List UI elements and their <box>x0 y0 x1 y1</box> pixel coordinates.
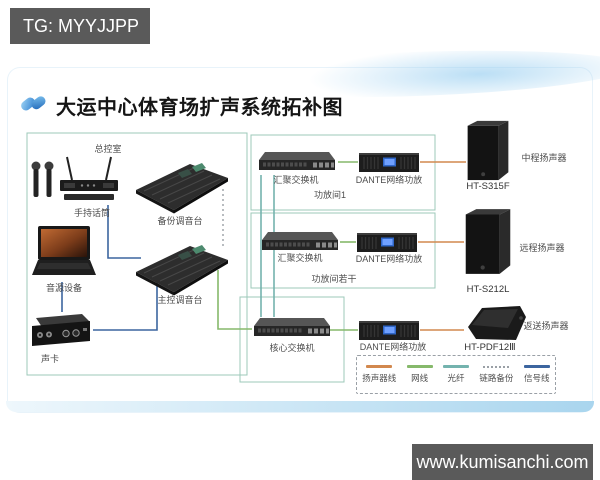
label-dante-amp3: DANTE网络功放 <box>359 342 427 352</box>
legend-item-backup-line: 链路备份 <box>479 365 514 384</box>
amp-room1-box <box>250 134 436 211</box>
tg-badge: TG: MYYJJPP <box>10 8 150 44</box>
website-badge: www.kumisanchi.com <box>412 444 593 480</box>
legend-label: 网线 <box>411 372 429 383</box>
mic-receiver-image <box>60 156 118 200</box>
label-dante-amp2: DANTE网络功放 <box>355 254 423 264</box>
page-title: 大运中心体育场扩声系统拓补图 <box>56 97 343 119</box>
label-soundcard: 声卡 <box>40 354 59 364</box>
line-signal-mic-to-console <box>107 205 141 259</box>
label-speaker-mid-role: 中程扬声器 <box>521 153 567 163</box>
label-agg-switch1: 汇聚交换机 <box>273 175 319 185</box>
label-mics: 手持话筒 <box>73 208 110 218</box>
legend-label: 信号线 <box>524 372 550 383</box>
amp-roomN-box <box>250 212 436 289</box>
label-amp-roomN: 功放间若干 <box>311 274 357 284</box>
legend-label: 扬声器线 <box>362 372 397 383</box>
legend-sample-fiber-line <box>442 365 469 368</box>
legend: 扬声器线 网线 光纤 链路备份 信号线 <box>356 355 556 394</box>
soundcard-image <box>32 314 90 346</box>
label-backup-console: 备份调音台 <box>157 216 203 226</box>
label-speaker-monitor-role: 返送扬声器 <box>523 321 569 331</box>
dante-amp2-image <box>357 233 417 252</box>
legend-sample-signal-line <box>523 365 550 368</box>
legend-sample-speaker-line <box>366 365 393 368</box>
dante-amp1-image <box>359 153 419 172</box>
core-switch-image <box>254 318 330 336</box>
legend-sample-net-line <box>406 365 433 368</box>
core-switch-box <box>239 296 345 383</box>
label-source-device: 音源设备 <box>45 283 82 293</box>
label-control-room: 总控室 <box>94 144 122 154</box>
line-signal-soundcard-to-console <box>93 268 158 331</box>
label-agg-switch2: 汇聚交换机 <box>277 253 323 263</box>
line-net-console-to-core <box>217 270 252 330</box>
brand-logo-icon <box>21 96 46 111</box>
label-dante-amp1: DANTE网络功放 <box>355 175 423 185</box>
label-speaker-far-role: 远程扬声器 <box>519 243 565 253</box>
handheld-mics-image <box>31 161 54 197</box>
main-console-image <box>136 245 228 296</box>
legend-label: 链路备份 <box>479 372 514 383</box>
speaker-mid-image <box>467 120 509 181</box>
speaker-monitor-image <box>468 306 526 340</box>
control-room-box <box>26 132 248 376</box>
label-amp-room1: 功放间1 <box>313 190 346 200</box>
agg-switch1-image <box>259 152 335 170</box>
label-core-switch: 核心交换机 <box>269 343 315 353</box>
legend-item-signal-line: 信号线 <box>523 365 550 384</box>
laptop-image <box>32 226 96 275</box>
label-speaker-mid-model: HT-S315F <box>466 181 510 192</box>
speaker-far-image <box>465 209 511 274</box>
agg-switch2-image <box>262 232 338 250</box>
backup-console-image <box>136 163 228 214</box>
label-main-console: 主控调音台 <box>157 295 203 305</box>
decorative-bottom-band <box>6 401 594 412</box>
legend-item-net-line: 网线 <box>406 365 433 384</box>
label-speaker-far-model: HT-S212L <box>466 284 510 295</box>
legend-sample-backup-line <box>483 365 510 368</box>
dante-amp3-image <box>359 321 419 340</box>
legend-label: 光纤 <box>447 372 465 383</box>
legend-item-speaker-line: 扬声器线 <box>362 365 396 384</box>
label-speaker-monitor-model: HT-PDF12Ⅲ <box>464 342 516 353</box>
legend-item-fiber-line: 光纤 <box>442 365 469 384</box>
